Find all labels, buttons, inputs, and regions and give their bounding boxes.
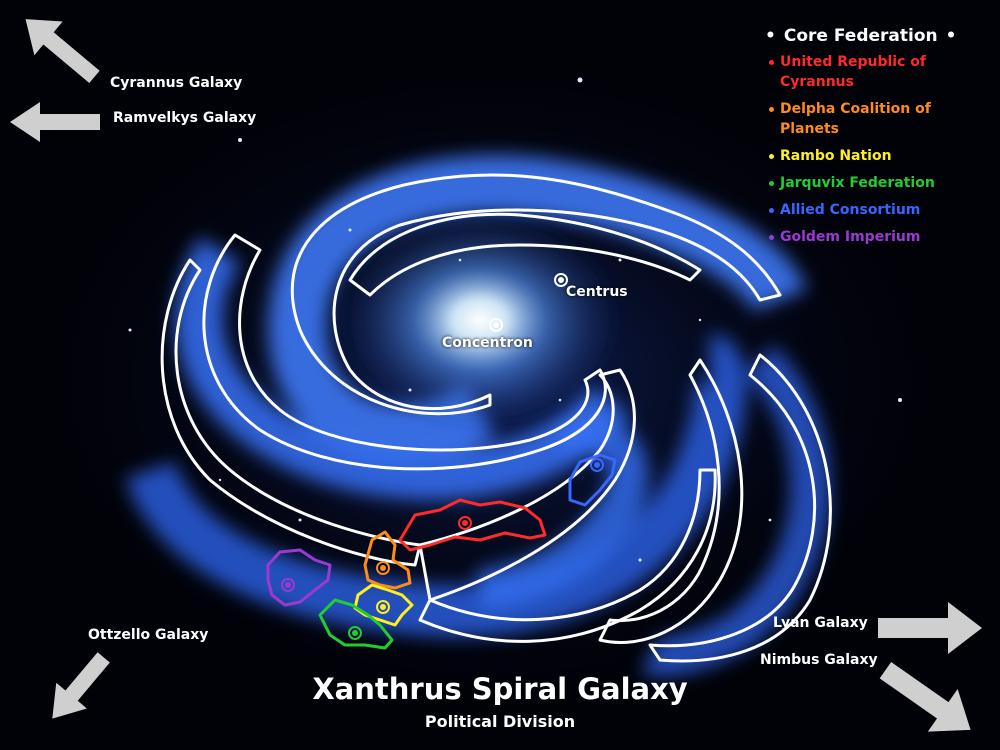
capital-marker-blue	[590, 458, 604, 472]
spiral-arm-outlines	[160, 173, 832, 663]
legend-item: Rambo Nation	[765, 146, 965, 166]
legend-bullet-icon	[769, 60, 774, 65]
legend-item: Jarquvix Federation	[765, 173, 965, 193]
legend-item: Goldem Imperium	[765, 227, 965, 247]
core-city-markers	[489, 273, 568, 332]
legend-title: •Core Federation•	[765, 26, 957, 46]
arrow-down-left-icon	[52, 652, 110, 719]
territory-jarquvix-federation	[318, 598, 394, 650]
faction-capitals	[281, 458, 604, 640]
legend-item: Allied Consortium	[765, 200, 965, 220]
arrow-left-icon	[10, 102, 100, 142]
faction-territories	[266, 453, 617, 650]
concentron-label: Concentron	[442, 335, 533, 351]
legend-item: United Republic of Cyrannus	[765, 52, 965, 92]
capital-marker-yellow	[376, 600, 390, 614]
legend-title-text: Core Federation	[783, 26, 938, 46]
arm-outline-west	[202, 233, 607, 471]
legend-bullet-icon	[769, 235, 774, 240]
arm-outline-east	[598, 358, 744, 644]
territory-goldem-imperium	[266, 548, 332, 607]
capital-marker-red	[458, 516, 472, 530]
capital-marker-purple	[281, 578, 295, 592]
map-subtitle: Political Division	[424, 712, 576, 731]
legend-item-label: Jarquvix Federation	[780, 175, 935, 191]
ottzello-galaxy-label: Ottzello Galaxy	[88, 627, 209, 643]
nimbus-galaxy-label: Nimbus Galaxy	[760, 652, 878, 668]
centrus-marker	[554, 273, 568, 287]
map-title: Xanthrus Spiral Galaxy	[312, 672, 688, 706]
cyrannus-galaxy-label: Cyrannus Galaxy	[110, 75, 243, 91]
legend-bullet-icon	[769, 208, 774, 213]
legend: •Core Federation• United Republic of Cyr…	[765, 26, 965, 254]
arrow-up-left-icon	[25, 19, 100, 84]
legend-item-label: Goldem Imperium	[780, 229, 921, 245]
arm-outline-inner	[290, 173, 782, 416]
arrow-right-icon	[878, 602, 982, 654]
arm-outline-north	[348, 212, 702, 297]
legend-bullet-icon	[769, 154, 774, 159]
territory-delpha-coalition	[363, 530, 412, 590]
legend-item: Delpha Coalition of Planets	[765, 99, 965, 139]
arrow-down-right-icon	[879, 661, 971, 732]
arm-outline-south	[160, 258, 422, 567]
arm-outline-lower	[418, 368, 636, 602]
galactic-core	[330, 205, 630, 435]
star-field	[128, 77, 902, 562]
direction-arrows	[10, 19, 982, 732]
capital-marker-green	[348, 626, 362, 640]
concentron-marker	[489, 318, 503, 332]
legend-item-label: Rambo Nation	[780, 148, 892, 164]
capital-marker-orange	[376, 561, 390, 575]
territory-allied-consortium	[568, 453, 617, 507]
legend-bullet-icon	[769, 181, 774, 186]
legend-item-label: United Republic of Cyrannus	[780, 54, 926, 90]
legend-bullet-icon	[769, 107, 774, 112]
arm-outline-tail	[418, 468, 717, 643]
territory-united-republic-of-cyrannus	[398, 498, 547, 552]
ramvelkys-galaxy-label: Ramvelkys Galaxy	[113, 110, 257, 126]
legend-item-label: Delpha Coalition of Planets	[780, 101, 931, 137]
legend-item-label: Allied Consortium	[780, 202, 921, 218]
lyan-galaxy-label: Lyan Galaxy	[773, 615, 868, 631]
arm-outline-far-east	[648, 353, 832, 663]
centrus-label: Centrus	[566, 284, 628, 300]
